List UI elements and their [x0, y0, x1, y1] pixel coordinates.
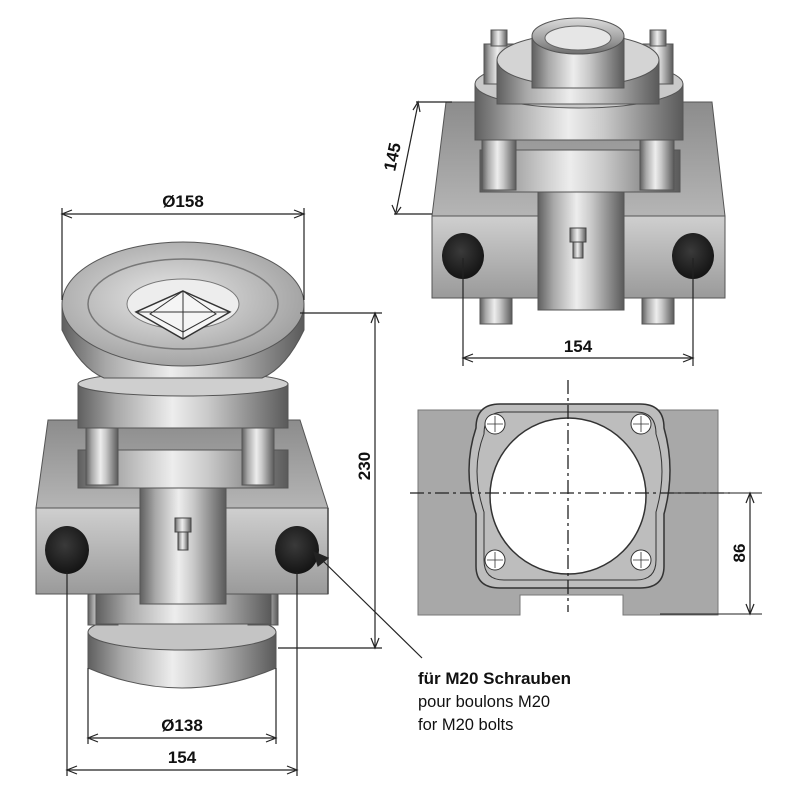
- dim-flange-diameter: Ø158: [162, 192, 204, 211]
- plate-bolt-hole: [484, 549, 506, 571]
- dim-total-height: 230: [355, 452, 374, 480]
- bolt-hole-left: [45, 526, 89, 574]
- side-grease-nipple: [569, 227, 587, 243]
- dim-width-top: 154: [564, 337, 593, 356]
- plate-bolt-hole: [484, 413, 506, 435]
- plate-view: [410, 380, 762, 616]
- top-disc-groove: [87, 258, 279, 350]
- plate-bolt-hole: [630, 413, 652, 435]
- grease-nipple: [174, 517, 192, 533]
- dimension-lines: [60, 100, 695, 776]
- side-bolt-hole-left: [442, 233, 484, 279]
- bolt-hole-right: [275, 526, 319, 574]
- plate-bolt-hole: [630, 549, 652, 571]
- front-view: [35, 241, 329, 689]
- side-bolt-hole-right: [672, 233, 714, 279]
- dim-bolt-spacing: 86: [730, 544, 749, 563]
- dim-body-height: 145: [380, 141, 404, 173]
- dim-width-front: 154: [168, 748, 197, 767]
- dim-hub-diameter: Ø138: [161, 716, 203, 735]
- side-view: [431, 17, 726, 325]
- caption-french: pour boulons M20: [418, 693, 550, 711]
- grease-nipple-stem: [177, 531, 189, 551]
- front-bolt-right: [241, 409, 275, 486]
- caption-german: für M20 Schrauben: [418, 669, 571, 688]
- caption-english: for M20 bolts: [418, 716, 513, 734]
